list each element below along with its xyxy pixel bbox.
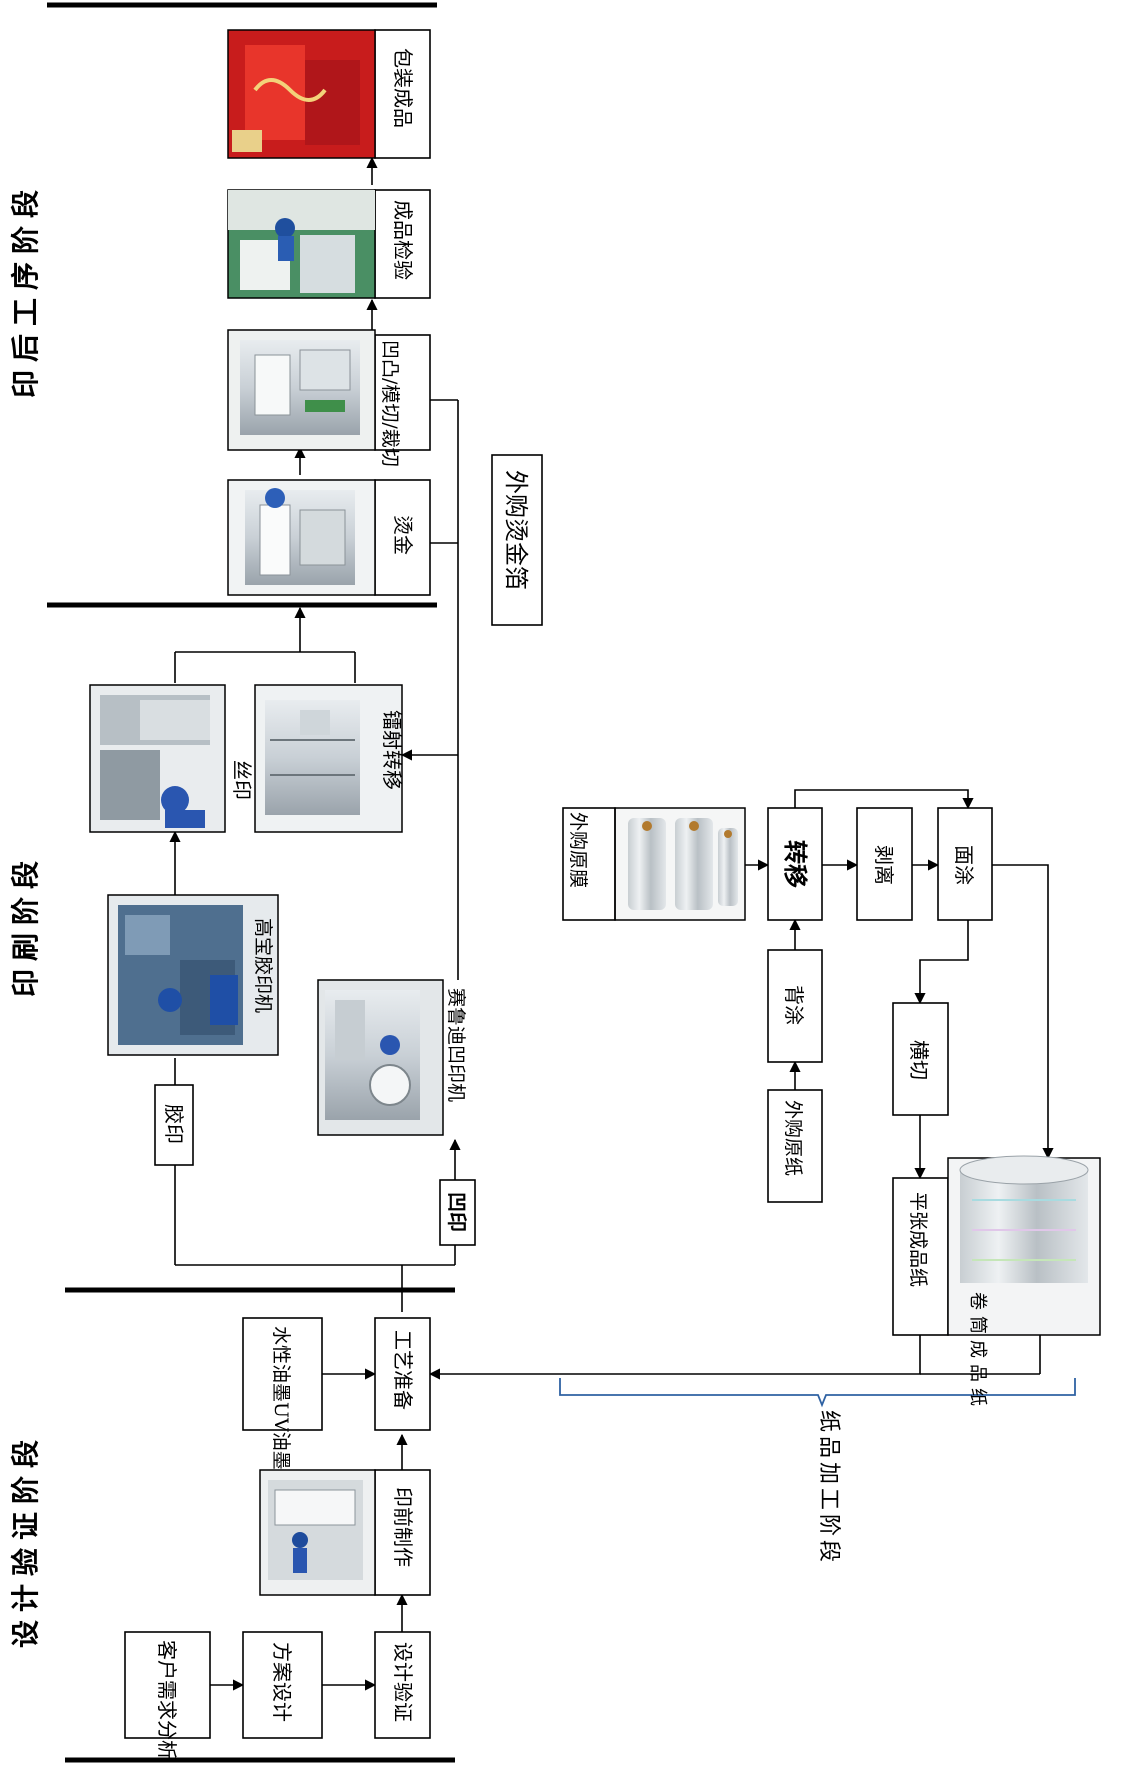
node-heidelberg: 高宝胶印机 <box>252 918 274 1013</box>
node-labels: 客户需求分析 方案设计 设计验证 印前制作 水性油墨UV油墨 工艺准备 胶印 凹… <box>155 48 988 1760</box>
node-die-cut: 凹凸/模切/裁切 <box>379 340 401 467</box>
photo-gravure-press <box>317 979 444 1136</box>
node-scheme-design: 方案设计 <box>270 1642 294 1722</box>
photo-inspection <box>227 189 376 299</box>
node-silkscreen: 丝印 <box>230 760 254 800</box>
node-laser-transfer: 镭射转移 <box>380 710 404 790</box>
photo-prepress-machine <box>259 1469 376 1596</box>
stage-label-printing: 印刷阶段 <box>9 853 42 997</box>
node-roll-paper: 卷筒成品纸 <box>967 1292 988 1412</box>
node-transfer: 转移 <box>781 840 810 888</box>
node-prepress: 印前制作 <box>391 1487 415 1567</box>
paper-processing-bracket <box>559 1378 1076 1408</box>
node-back-coating: 背涂 <box>782 985 806 1025</box>
photo-offset-press <box>107 894 279 1056</box>
photo-roll-paper <box>947 1155 1101 1336</box>
photo-hot-stamping-machine <box>227 479 376 596</box>
node-packaging: 包装成品 <box>391 48 415 128</box>
node-gravure: 凹印 <box>445 1192 469 1232</box>
node-process-prep: 工艺准备 <box>391 1330 415 1410</box>
node-inspection: 成品检验 <box>391 200 415 280</box>
photo-die-cut-machine <box>227 329 376 451</box>
node-gravure-press: 赛鲁迪凹印机 <box>445 988 467 1102</box>
node-paper-purchase: 外购原纸 <box>782 1100 804 1176</box>
stage-label-design: 设计验证阶段 <box>9 1432 42 1648</box>
process-boxes <box>124 29 993 1739</box>
photo-silkscreen-machine <box>89 684 226 833</box>
node-customer-analysis: 客户需求分析 <box>155 1640 179 1760</box>
node-sheet-paper: 平张成品纸 <box>907 1192 929 1287</box>
node-peel: 剥离 <box>872 845 896 885</box>
node-design-verify: 设计验证 <box>391 1642 415 1722</box>
node-foil-purchase: 外购烫金箔 <box>502 470 530 590</box>
photo-film-rolls <box>614 807 746 921</box>
node-hot-stamping: 烫金 <box>391 515 415 555</box>
photo-laser-transfer-machine <box>254 684 403 833</box>
node-offset: 胶印 <box>162 1104 186 1144</box>
node-surface-coating: 面涂 <box>952 845 976 885</box>
photo-packaging <box>227 29 376 159</box>
stage-label-paper-processing: 纸品加工阶段 <box>816 1410 841 1566</box>
node-film-purchase: 外购原膜 <box>567 812 589 888</box>
stage-label-post-press: 印后工序阶段 <box>9 182 42 398</box>
node-cross-cut: 横切 <box>907 1040 931 1080</box>
node-ink: 水性油墨UV油墨 <box>270 1326 292 1470</box>
